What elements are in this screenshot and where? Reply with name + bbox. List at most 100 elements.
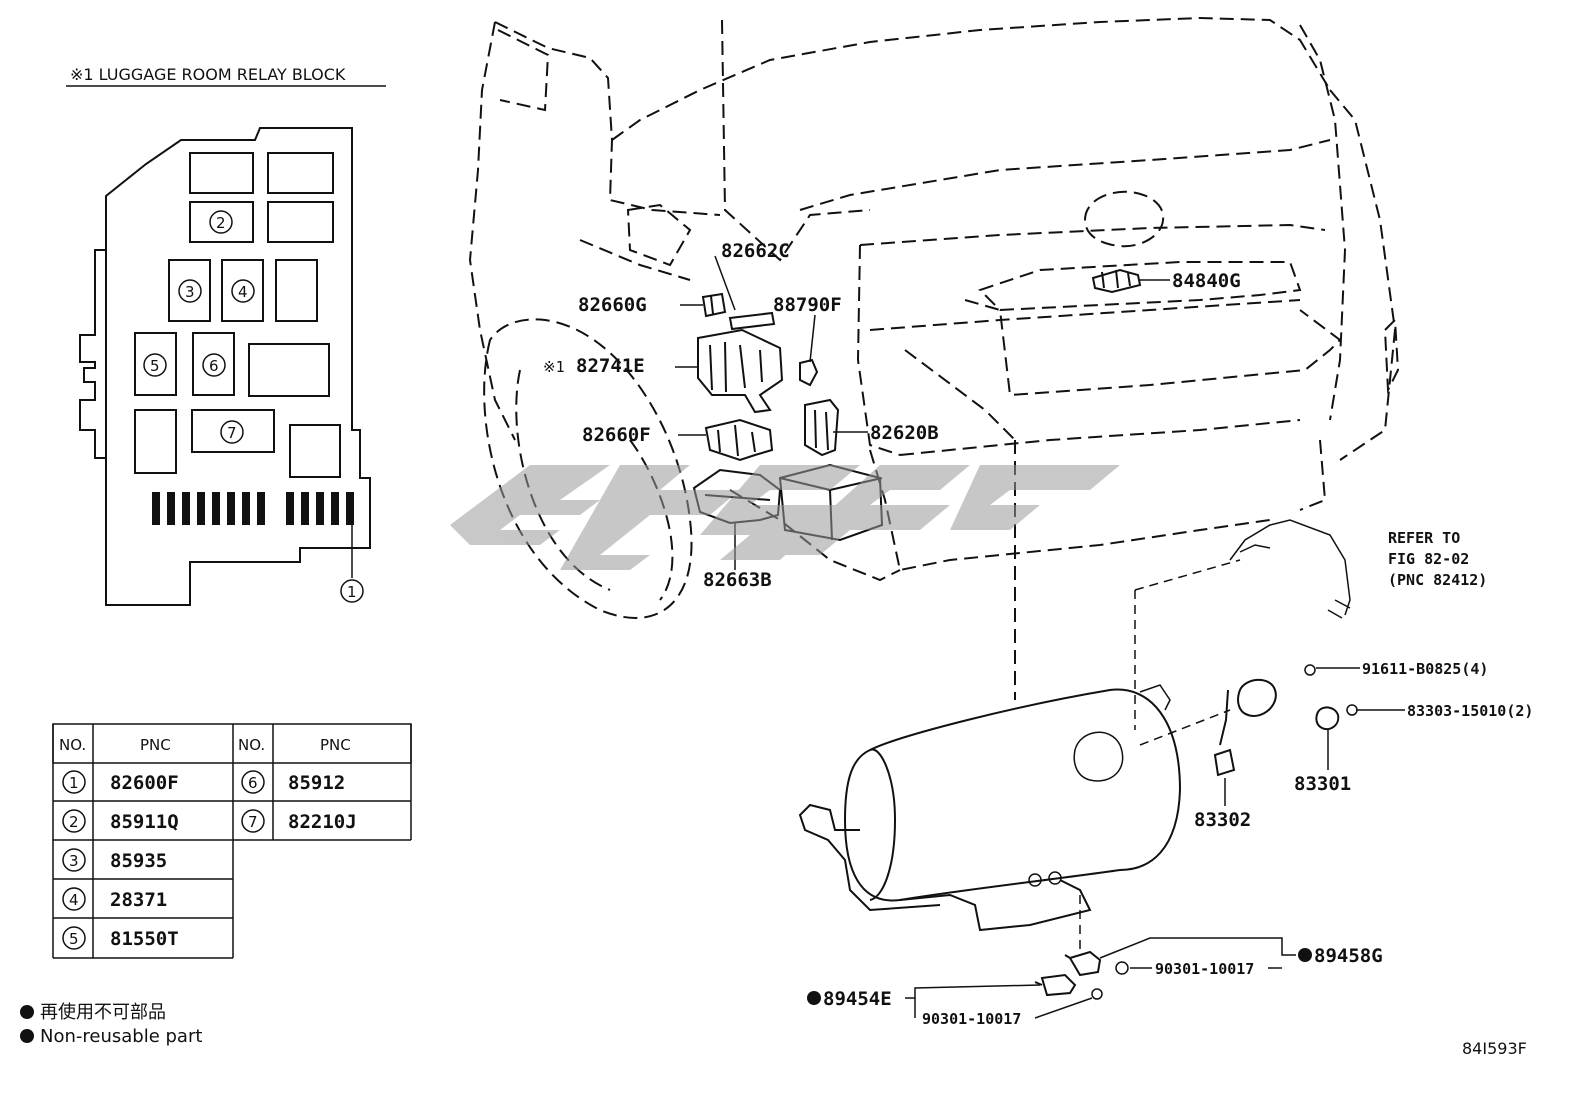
bullet-icon	[20, 1005, 34, 1019]
label-90301-a: 90301-10017	[1155, 960, 1254, 978]
row-no: 5	[69, 930, 79, 948]
fuse-strip-82662C	[728, 311, 776, 331]
pnc-table: NO. PNC NO. PNC 1 82600F 2 85911Q 3 8593…	[52, 723, 412, 959]
sensor-89454E	[1034, 973, 1077, 997]
relay-slot-6	[192, 332, 235, 396]
connector-82660G	[701, 292, 727, 318]
callout-labels: 82662C 82660G 88790F ※1 82741E 82660F 82…	[543, 240, 1533, 1028]
bolt-hole	[1048, 871, 1062, 885]
label-88790F: 88790F	[773, 294, 842, 316]
marker-2: 2	[216, 214, 226, 232]
legend: 再使用不可部品 Non-reusable part	[20, 1002, 202, 1047]
header-no-1: NO.	[59, 736, 86, 754]
row-pnc: 82600F	[110, 772, 179, 794]
label-90301-b: 90301-10017	[922, 1010, 1021, 1028]
relay-block-82741E	[697, 328, 784, 414]
mark-82741E: ※1	[543, 358, 565, 376]
leader-lines	[675, 255, 1405, 1019]
parts-illustrations	[692, 268, 1358, 1000]
relay-slot-7	[191, 409, 275, 453]
fuse-row	[152, 492, 354, 525]
relay-block-outline	[79, 127, 371, 606]
harness-branch	[1239, 544, 1351, 619]
row-no: 3	[69, 852, 79, 870]
relay-slot-e	[248, 343, 330, 397]
legend-jp: 再使用不可部品	[40, 1002, 166, 1023]
nonreusable-marker-icon	[1298, 948, 1312, 962]
label-91611: 91611-B0825(4)	[1362, 660, 1488, 678]
sensor-89458G	[1064, 950, 1102, 977]
screw-91611	[1304, 664, 1316, 676]
gauge-83301	[1315, 706, 1340, 731]
label-82741E: 82741E	[576, 355, 645, 377]
header-pnc-2: PNC	[320, 736, 351, 754]
row-no: 1	[69, 774, 79, 792]
header-no-2: NO.	[238, 736, 265, 754]
row-pnc: 82210J	[288, 811, 357, 833]
bolt-hole	[1028, 873, 1042, 887]
relay-slot-5	[134, 332, 177, 396]
row-pnc: 81550T	[110, 928, 179, 950]
label-82662C: 82662C	[721, 240, 790, 262]
row-pnc: 28371	[110, 889, 167, 911]
relay-slot-f	[134, 409, 177, 474]
row-no: 7	[248, 813, 258, 831]
label-83302: 83302	[1194, 809, 1251, 831]
washer-a	[1115, 961, 1129, 975]
tank-port	[1073, 731, 1124, 782]
bullet-icon	[20, 1029, 34, 1043]
marker-3: 3	[185, 283, 195, 301]
row-no: 6	[248, 774, 258, 792]
relay-slot-b	[267, 152, 334, 194]
marker-5: 5	[150, 357, 160, 375]
position-markers: 2 3 4 5 6 7 1	[143, 210, 364, 603]
vehicle-outline	[468, 16, 1400, 955]
relay-slot-2	[189, 201, 254, 243]
label-82660F: 82660F	[582, 424, 651, 446]
relay-slot-c	[267, 201, 334, 243]
connector-82660F	[704, 418, 774, 462]
marker-1: 1	[347, 583, 357, 601]
label-82620B: 82620B	[870, 422, 939, 444]
tank-lug	[1139, 684, 1171, 711]
label-82660G: 82660G	[578, 294, 647, 316]
watermark-logo	[450, 465, 1120, 570]
figure-id: 84I593F	[1462, 1039, 1527, 1058]
label-89458G: 89458G	[1314, 945, 1383, 967]
hose	[798, 803, 941, 912]
relay-slot-d	[275, 259, 318, 322]
row-pnc: 85912	[288, 772, 345, 794]
tank-body	[843, 688, 1182, 902]
switch-84840G	[1091, 268, 1142, 294]
nonreusable-marker-icon	[807, 991, 821, 1005]
row-pnc: 85911Q	[110, 811, 179, 833]
tank-end	[869, 748, 897, 901]
marker-4: 4	[238, 283, 248, 301]
relay-slot-3	[168, 259, 211, 322]
header-pnc-1: PNC	[140, 736, 171, 754]
label-84840G: 84840G	[1172, 270, 1241, 292]
marker-7: 7	[227, 424, 237, 442]
row-pnc: 85935	[110, 850, 167, 872]
cover	[1237, 678, 1277, 717]
label-83303: 83303-15010(2)	[1407, 702, 1533, 720]
relay-block-section: ※1 LUGGAGE ROOM RELAY BLOCK	[66, 65, 386, 606]
clip-88790F	[799, 358, 819, 387]
relay-slot-g	[289, 424, 341, 478]
tank-bracket	[899, 879, 1092, 932]
refer-line3: (PNC 82412)	[1388, 571, 1487, 589]
sender-83302	[1213, 689, 1236, 777]
relay-slot-4	[221, 259, 264, 322]
bracket-82620B	[804, 398, 840, 457]
refer-line2: FIG 82-02	[1388, 550, 1469, 568]
relay-block-title: ※1 LUGGAGE ROOM RELAY BLOCK	[70, 65, 346, 84]
marker-6: 6	[209, 357, 219, 375]
relay-slot-a	[189, 152, 254, 194]
label-82663B: 82663B	[703, 569, 772, 591]
refer-line1: REFER TO	[1388, 529, 1460, 547]
label-83301: 83301	[1294, 773, 1351, 795]
legend-en: Non-reusable part	[40, 1026, 202, 1047]
row-no: 2	[69, 813, 79, 831]
row-no: 4	[69, 891, 79, 909]
